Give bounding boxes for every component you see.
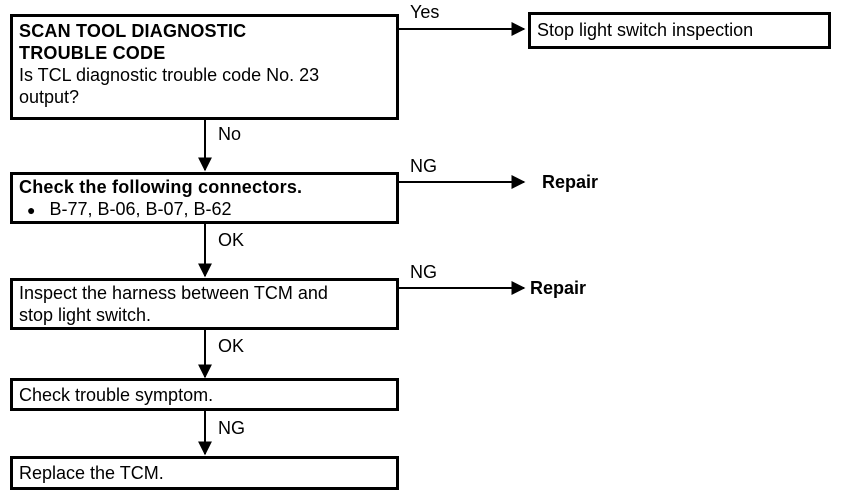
start-title-line-1: SCAN TOOL DIAGNOSTIC	[19, 21, 247, 41]
check-trouble-symptom-box: Check trouble symptom.	[10, 378, 399, 411]
symptom-ng-label: NG	[218, 418, 245, 438]
bullet-icon: ●	[27, 202, 36, 218]
connectors-list: B-77, B-06, B-07, B-62	[49, 199, 232, 219]
connectors-title: Check the following connectors.	[19, 177, 303, 197]
yes-result-text: Stop light switch inspection	[537, 20, 754, 40]
start-title-line-2: TROUBLE CODE	[19, 43, 166, 63]
connectors-item: ● B-77, B-06, B-07, B-62	[19, 198, 390, 221]
no-label: No	[218, 124, 242, 144]
harness-ok-label: OK	[218, 336, 245, 356]
check-connectors-box: Check the following connectors. ● B-77, B…	[10, 172, 399, 224]
replace-text: Replace the TCM.	[19, 463, 164, 483]
harness-line-2: stop light switch.	[19, 305, 152, 325]
stop-light-switch-inspection-box: Stop light switch inspection	[528, 12, 831, 49]
connectors-ng-label: NG	[410, 156, 437, 176]
replace-tcm-box: Replace the TCM.	[10, 456, 399, 490]
connectors-ok-label: OK	[218, 230, 245, 250]
harness-ng-label: NG	[410, 262, 437, 282]
start-question-line-2: output?	[19, 87, 80, 107]
inspect-harness-box: Inspect the harness between TCM and stop…	[10, 278, 399, 330]
yes-label: Yes	[410, 2, 440, 22]
connectors-repair-label: Repair	[542, 172, 599, 192]
symptom-text: Check trouble symptom.	[19, 385, 214, 405]
harness-repair-label: Repair	[530, 278, 587, 298]
start-question-line-1: Is TCL diagnostic trouble code No. 23	[19, 65, 320, 85]
harness-line-1: Inspect the harness between TCM and	[19, 283, 328, 303]
start-question-box: SCAN TOOL DIAGNOSTIC TROUBLE CODE Is TCL…	[10, 14, 399, 120]
